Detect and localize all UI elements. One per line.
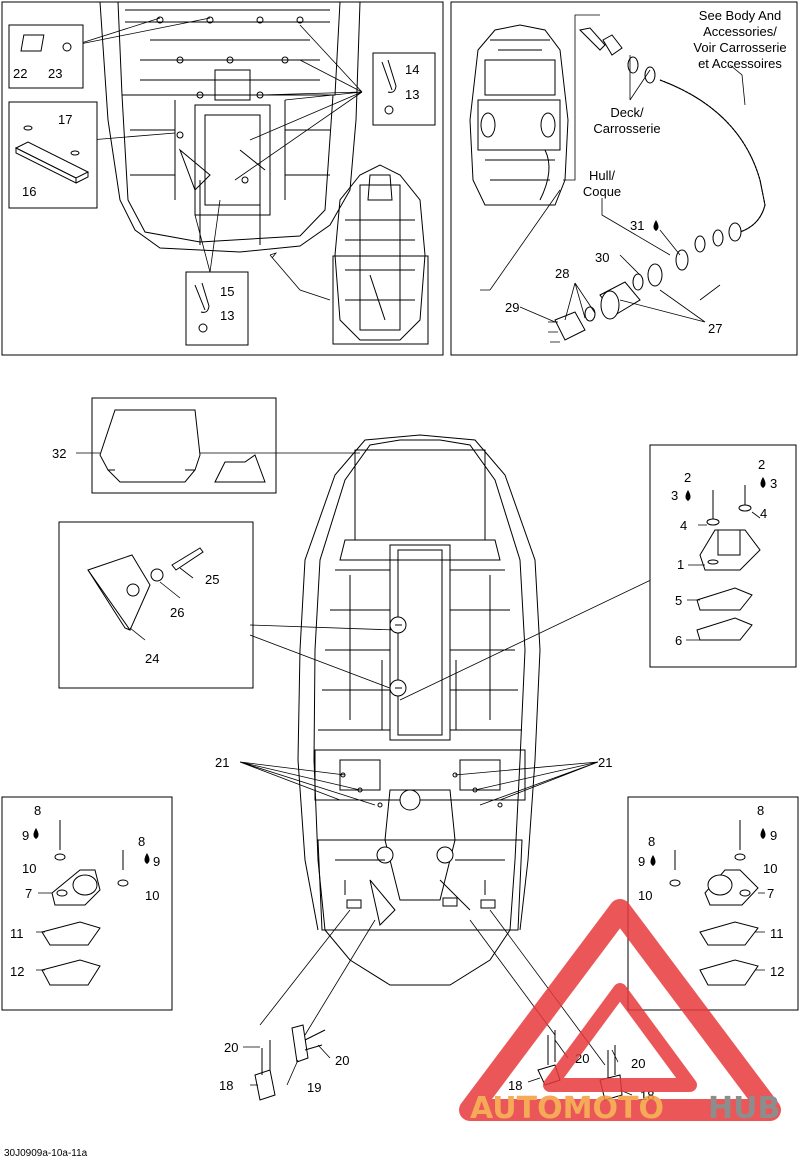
hull-outline: [99, 1, 361, 253]
text-notes: See Body And Accessories/ Voir Carrosser…: [583, 8, 787, 199]
callout-3-right: 3: [770, 476, 777, 491]
callout-20-left-a: 20: [224, 1040, 238, 1055]
callout-18-left: 18: [219, 1078, 233, 1093]
hull-top-view: [313, 439, 526, 986]
callout-9-right-a: 9: [770, 828, 777, 843]
callout-4-right: 4: [760, 506, 767, 521]
callout-20-right-b: 20: [631, 1056, 645, 1071]
callout-12-left: 12: [10, 964, 24, 979]
callout-5: 5: [675, 593, 682, 608]
callout-25: 25: [205, 572, 219, 587]
deck-note-line2: Carrosserie: [593, 121, 660, 136]
callout-9-left-b: 9: [153, 854, 160, 869]
watermark-text-part1: AUTOMOTO: [470, 1091, 664, 1126]
callout-10-right-b: 10: [638, 888, 652, 903]
callout-27: 27: [708, 321, 722, 336]
callout-2-left: 2: [684, 470, 691, 485]
callout-6: 6: [675, 633, 682, 648]
drop-icon-3-right: [760, 477, 766, 488]
drop-icon-9-right-b: [650, 855, 656, 866]
top-left-panel: [1, 1, 444, 356]
callout-21-right: 21: [598, 755, 612, 770]
drop-icon-9-left-b: [144, 853, 150, 864]
callout-19: 19: [307, 1080, 321, 1095]
callout-13-top: 13: [405, 87, 419, 102]
callout-26: 26: [170, 605, 184, 620]
callout-17: 17: [58, 112, 72, 127]
callout-12-right: 12: [770, 964, 784, 979]
callout-13-bottom: 13: [220, 308, 234, 323]
drop-icon-9-right-a: [760, 828, 766, 839]
drop-icon-9-left-a: [33, 828, 39, 839]
callout-21-left: 21: [215, 755, 229, 770]
watermark-triangle: [459, 899, 781, 1121]
callout-16: 16: [22, 184, 36, 199]
inset-22-23: [8, 24, 84, 89]
callout-30: 30: [595, 250, 609, 265]
callout-10-left-a: 10: [22, 861, 36, 876]
callout-22: 22: [13, 66, 27, 81]
callout-8-left-b: 8: [138, 834, 145, 849]
body-note-line2: Accessories/: [703, 24, 777, 39]
callout-2-right: 2: [758, 457, 765, 472]
callout-11-right: 11: [770, 926, 784, 941]
callout-7-right: 7: [767, 886, 774, 901]
inset-32: [91, 397, 277, 494]
bottom-section: [1, 397, 799, 1101]
callout-4-left: 4: [680, 518, 687, 533]
callout-8-left-a: 8: [34, 803, 41, 818]
body-note-line3: Voir Carrosserie: [693, 40, 786, 55]
deck-note-line1: Deck/: [610, 105, 644, 120]
diagram-code: 30J0909a-10a-11a: [4, 1148, 88, 1159]
callout-9-left-a: 9: [22, 828, 29, 843]
craft-thumbnail: [334, 164, 426, 341]
callout-28: 28: [555, 266, 569, 281]
callout-9-right-b: 9: [638, 854, 645, 869]
callout-8-right-a: 8: [757, 803, 764, 818]
watermark-text-part2: HUB: [708, 1091, 780, 1126]
callout-7-left: 7: [25, 886, 32, 901]
callout-24: 24: [145, 651, 159, 666]
sealant-icons: [33, 477, 766, 866]
watermark-logo: AUTOMOTO HUB: [459, 899, 781, 1126]
inset-24-26: [58, 521, 254, 689]
callout-10-left-b: 10: [145, 888, 159, 903]
callout-1: 1: [677, 557, 684, 572]
callout-18-right-a: 18: [508, 1078, 522, 1093]
hull-note-line2: Coque: [583, 184, 621, 199]
callout-3-left: 3: [671, 488, 678, 503]
top-right-panel: [450, 1, 798, 356]
body-note-line4: et Accessoires: [698, 56, 782, 71]
callout-11-left: 11: [10, 926, 24, 941]
craft-deck-view: [469, 24, 569, 206]
sealant-drop-icon: [653, 220, 659, 231]
callout-10-right-a: 10: [763, 861, 777, 876]
callout-8-right-b: 8: [648, 834, 655, 849]
callout-23: 23: [48, 66, 62, 81]
callout-14: 14: [405, 62, 419, 77]
callout-32: 32: [52, 446, 66, 461]
drop-icon-3-left: [685, 490, 691, 501]
hull-note-line1: Hull/: [589, 168, 615, 183]
callout-20-left-b: 20: [335, 1053, 349, 1068]
body-note-line1: See Body And: [699, 8, 781, 23]
callout-31: 31: [630, 218, 644, 233]
callout-15: 15: [220, 284, 234, 299]
callout-29: 29: [505, 300, 519, 315]
inset-13-15: [185, 271, 249, 346]
